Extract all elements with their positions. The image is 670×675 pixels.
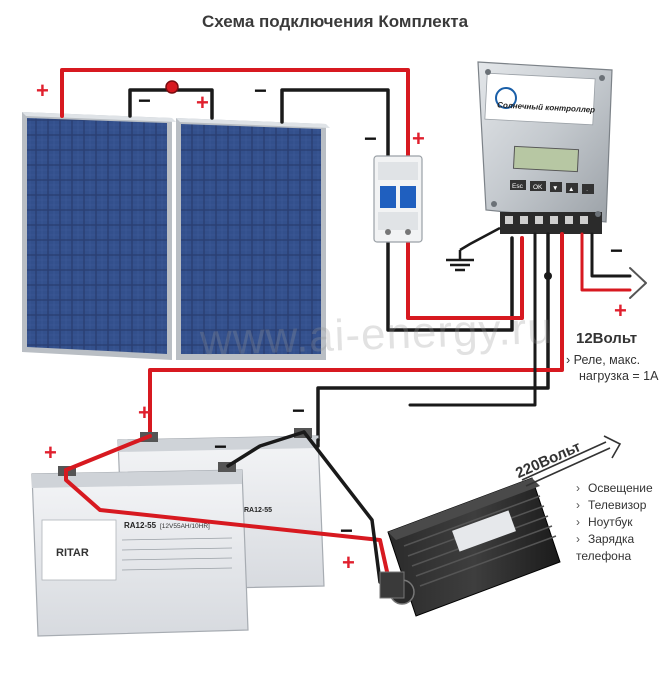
btn-up-label: ▲ — [568, 186, 574, 193]
load-phone-charging: Зарядка телефона — [576, 532, 635, 563]
battery-wiring — [64, 430, 392, 587]
load-item: ›Телевизор — [576, 498, 647, 512]
battery-back-model: RA12-55 — [244, 507, 272, 514]
panel-left-minus: − — [138, 88, 151, 113]
relay-plus: + — [614, 298, 627, 323]
battery-model: RA12-55 — [124, 521, 157, 530]
panel-left-plus: + — [36, 78, 49, 103]
load-item: ›Ноутбук — [576, 515, 633, 529]
battery-front — [31, 462, 249, 637]
inverter-plus: + — [342, 550, 355, 575]
circuit-breaker — [373, 155, 423, 243]
solar-panel-right — [176, 118, 330, 360]
controller-buttons — [510, 180, 594, 194]
relay-marker: › — [566, 353, 571, 367]
wire-junction — [544, 272, 552, 280]
inverter-minus: − — [340, 518, 353, 543]
controller-output-wiring — [148, 232, 647, 442]
load-tv: Телевизор — [588, 498, 647, 512]
ground-symbol — [446, 226, 501, 272]
battery-brand: RITAR — [56, 547, 89, 559]
relay-minus: − — [610, 238, 623, 263]
battery-spec: [12V55AH/10HR] — [160, 523, 210, 530]
load-item: ›Освещение — [576, 481, 653, 495]
solar-charge-controller — [477, 61, 613, 234]
load-laptop: Ноутбук — [588, 515, 633, 529]
battery-back-minus: − — [292, 398, 305, 423]
relay-line2: нагрузка = 1А — [579, 369, 659, 383]
battery-front-plus: + — [44, 440, 57, 465]
breaker-minus: − — [364, 126, 377, 151]
battery-front-minus: − — [214, 434, 227, 459]
relay-note: › Реле, макс. нагрузка = 1А — [566, 352, 670, 384]
panel-right-plus: + — [196, 90, 209, 115]
btn-dot-label: · — [586, 187, 588, 194]
battery-back-plus: + — [138, 400, 151, 425]
solar-panel-left — [22, 112, 176, 360]
ac-output-arrow — [521, 435, 622, 487]
btn-esc-label: Esc — [512, 183, 524, 190]
load-item: ›Зарядка телефона — [576, 532, 635, 563]
breaker-plus: + — [412, 126, 425, 151]
btn-down-label: ▼ — [552, 185, 558, 192]
load-lighting: Освещение — [588, 481, 653, 495]
ac-load-list: ›Освещение ›Телевизор ›Ноутбук ›Зарядка … — [576, 480, 668, 565]
series-junction — [165, 80, 179, 94]
btn-ok-label: OK — [533, 184, 543, 191]
diagram-title: Схема подключения Комплекта — [201, 12, 469, 31]
controller-button-labels: Esc OK ▼ ▲ · — [512, 183, 588, 194]
panel-right-minus: − — [254, 78, 267, 103]
inverter — [379, 477, 561, 617]
relay-line1: Реле, макс. — [573, 353, 641, 367]
dc-output-voltage: 12Вольт — [576, 330, 638, 347]
